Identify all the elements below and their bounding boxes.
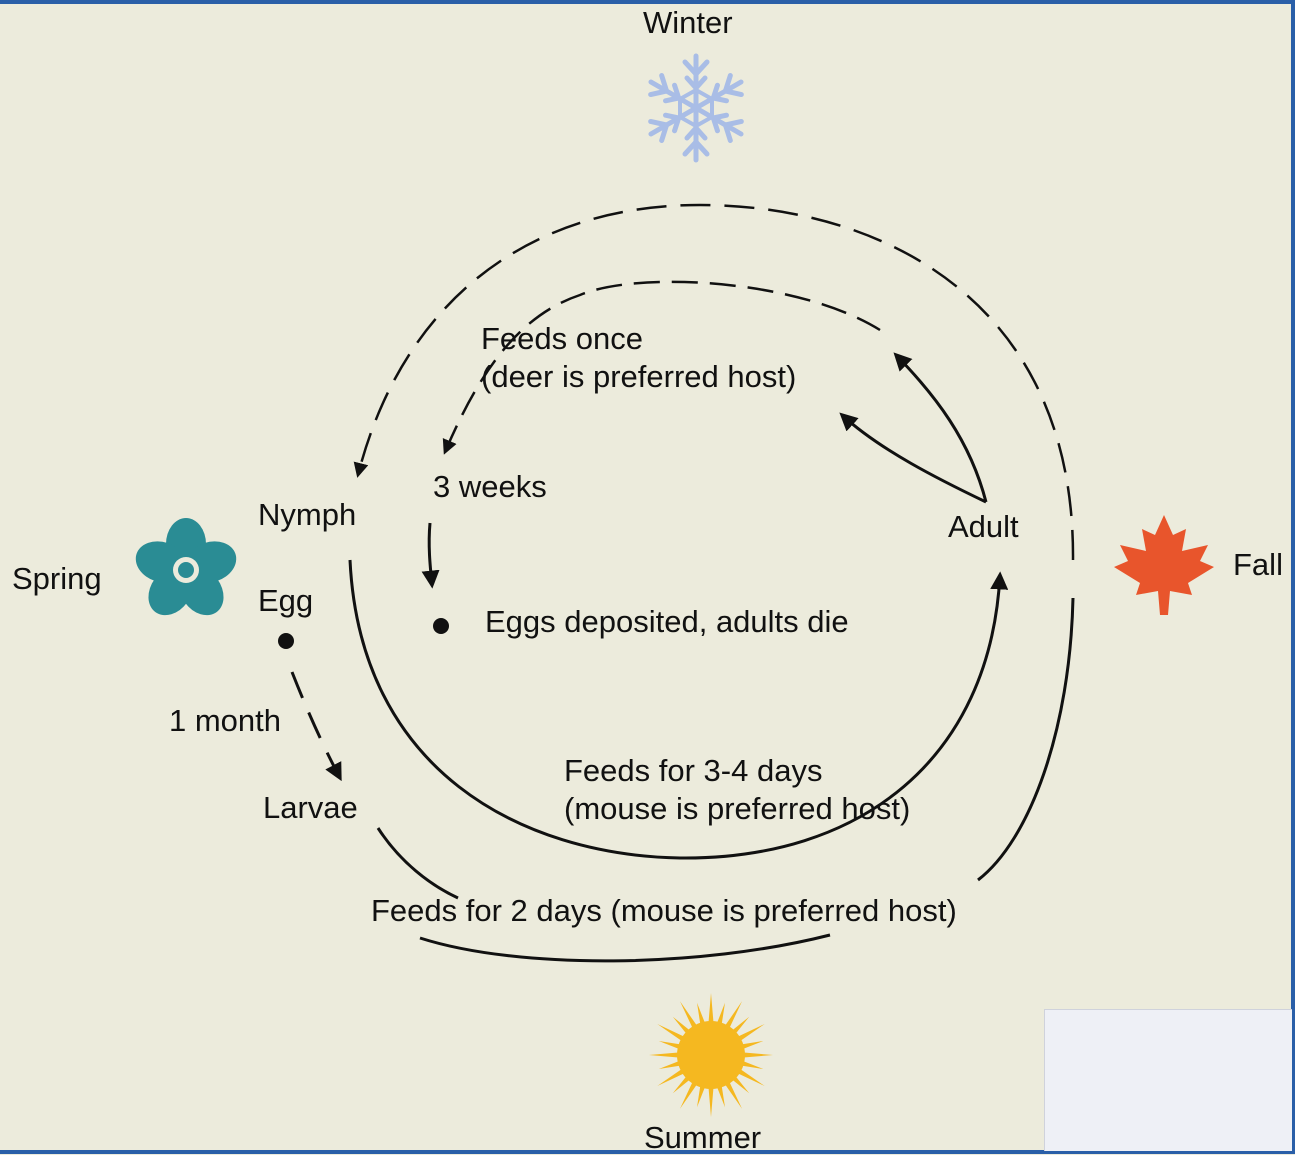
sun-ray xyxy=(723,1001,742,1031)
season-label-spring: Spring xyxy=(12,561,102,596)
stage-label-larvae: Larvae xyxy=(263,790,358,825)
adult-feed-line1: Feeds once xyxy=(481,321,643,356)
sun-ray xyxy=(658,1060,683,1069)
nymph-to-adult-arc xyxy=(348,559,1009,860)
nymph-feed-line1: Feeds for 3-4 days xyxy=(564,753,823,788)
eggs-deposited-label: Eggs deposited, adults die xyxy=(485,604,849,639)
sun-ray xyxy=(657,1067,687,1086)
snowflake-icon xyxy=(645,53,746,160)
stage-label-egg: Egg xyxy=(258,583,314,618)
sun-ray xyxy=(723,1079,742,1109)
maple-leaf-icon xyxy=(1114,515,1214,615)
outer-dashed-arc xyxy=(353,203,1075,561)
adult-arrow-lower xyxy=(839,412,987,504)
corner-card xyxy=(1044,1009,1292,1151)
sun-ray xyxy=(716,1002,725,1027)
one-month-arrow xyxy=(290,671,342,782)
adult-arrow-upper xyxy=(893,352,988,503)
frame-bottom-border xyxy=(0,1150,1295,1154)
one-month-label: 1 month xyxy=(169,703,282,738)
stage-label-nymph: Nymph xyxy=(258,497,357,532)
season-label-winter: Winter xyxy=(643,5,733,40)
sun-ray xyxy=(680,1001,699,1031)
sun-ray xyxy=(658,1041,683,1050)
three-weeks-label: 3 weeks xyxy=(433,469,547,504)
sun-ray xyxy=(697,1083,706,1108)
season-label-fall: Fall xyxy=(1233,547,1283,582)
sun-ray xyxy=(708,1084,714,1117)
sun-ray xyxy=(735,1024,765,1043)
frame-top-border xyxy=(0,0,1295,4)
adult-feed-label: Feeds once (deer is preferred host) xyxy=(481,320,796,396)
sun-ray xyxy=(697,1002,706,1027)
outer-right-arc xyxy=(977,597,1075,882)
sun-ray xyxy=(708,993,714,1026)
sun-ray xyxy=(680,1079,699,1109)
eggs-deposited-dot xyxy=(433,618,449,634)
nymph-feed-label: Feeds for 3-4 days (mouse is preferred h… xyxy=(564,752,910,828)
sun-ray xyxy=(740,1052,773,1058)
sun-ray xyxy=(739,1060,764,1069)
egg-dot xyxy=(278,633,294,649)
larvae-arc-left xyxy=(376,827,459,900)
sun-ray xyxy=(716,1083,725,1108)
flower-icon xyxy=(135,518,237,616)
three-weeks-arrow xyxy=(421,522,440,589)
sun-ray xyxy=(649,1052,682,1058)
larvae-arc-right xyxy=(419,933,831,963)
stage-label-adult: Adult xyxy=(948,509,1019,544)
nymph-feed-line2: (mouse is preferred host) xyxy=(564,791,911,826)
sun-ray xyxy=(739,1041,764,1050)
adult-feed-line2: (deer is preferred host) xyxy=(481,359,797,394)
season-label-summer: Summer xyxy=(644,1120,762,1155)
larvae-feed-label: Feeds for 2 days (mouse is preferred hos… xyxy=(371,893,957,928)
sun-icon xyxy=(649,993,773,1117)
sun-ray xyxy=(657,1024,687,1043)
inner-dashed-arc xyxy=(442,280,881,455)
frame-right-border xyxy=(1291,0,1295,1154)
sun-ray xyxy=(735,1067,765,1086)
